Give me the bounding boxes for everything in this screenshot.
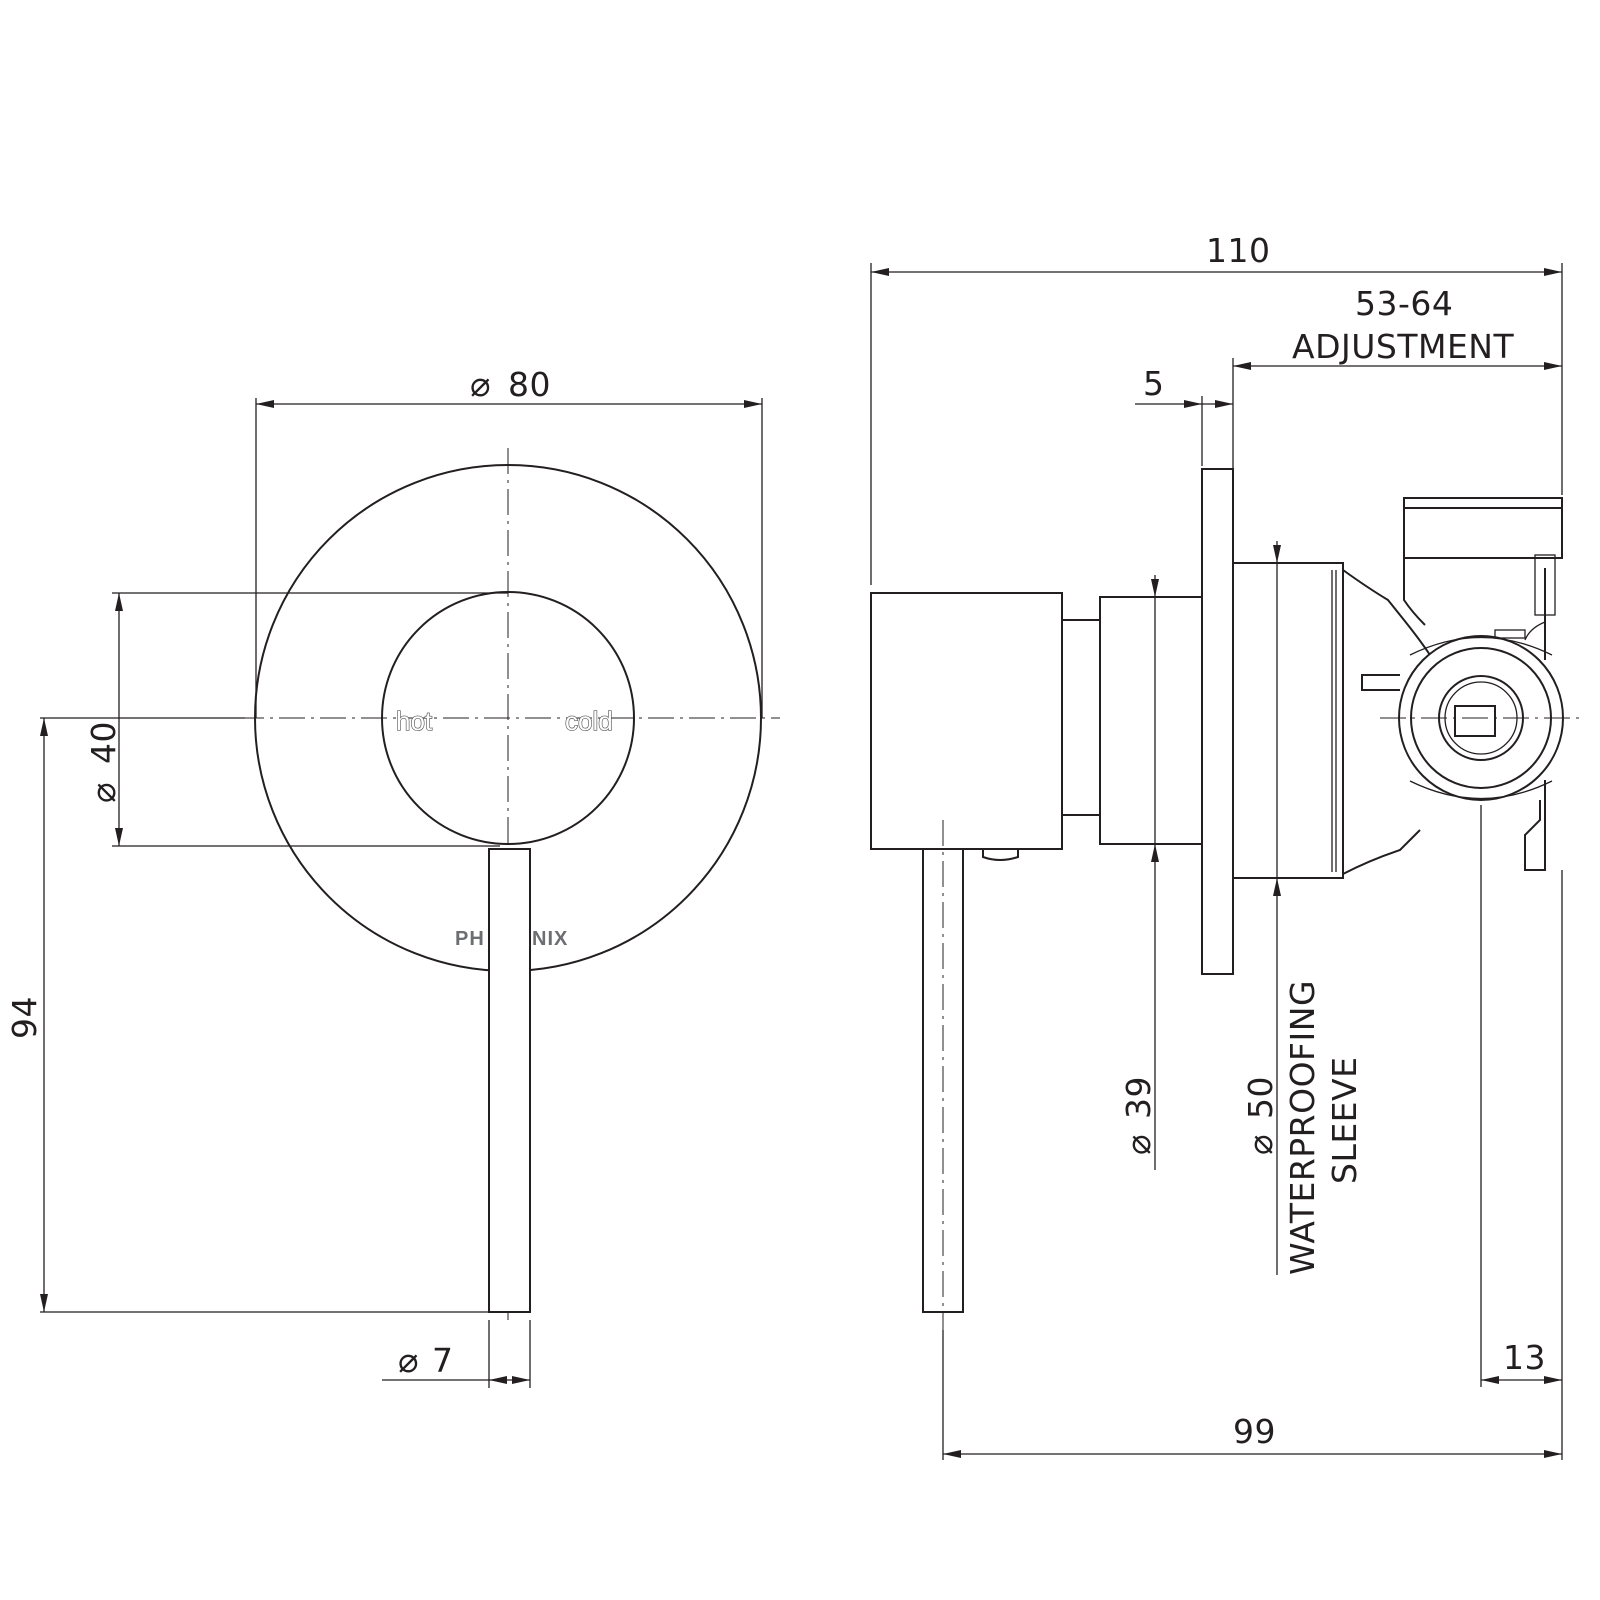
sleeve-diameter-value: 50: [1241, 1076, 1280, 1119]
body-diameter-symbol: ⌀: [1119, 1135, 1159, 1155]
front-view: hot cold PH NIX ⌀ 80 ⌀ 40: [5, 365, 780, 1388]
sleeve-label-line-2: SLEEVE: [1325, 1057, 1364, 1184]
plate-diameter-value: 80: [508, 365, 551, 404]
side-connector: [1061, 619, 1101, 816]
dimension-lever-length: 94: [5, 717, 489, 1313]
dimension-adjustment: 53-64 ADJUSTMENT: [1232, 284, 1562, 560]
adjustment-range-value: 53-64: [1355, 284, 1453, 323]
side-body-cylinder: [1099, 596, 1203, 845]
lever-outline: [488, 848, 531, 1313]
body-diameter-value: 39: [1119, 1076, 1158, 1119]
dimension-body-diameter: ⌀ 39: [1119, 575, 1159, 1170]
adjustment-label: ADJUSTMENT: [1292, 327, 1514, 366]
handle-diameter-symbol: ⌀: [84, 783, 124, 803]
dimension-handle-diameter: ⌀ 40: [84, 592, 508, 847]
side-handle-body: [870, 592, 1063, 850]
lever-to-back-value: 99: [1233, 1412, 1276, 1451]
lever-length-value: 94: [5, 996, 44, 1039]
overall-depth-value: 110: [1206, 231, 1271, 270]
valve-body: [1342, 497, 1580, 875]
dimension-sleeve-diameter: ⌀ 50 WATERPROOFING SLEEVE: [1241, 541, 1364, 1275]
plate-diameter-symbol: ⌀: [470, 365, 490, 405]
plate-thickness-value: 5: [1143, 364, 1165, 403]
handle-diameter-value: 40: [84, 721, 123, 764]
dimension-plate-diameter: ⌀ 80: [255, 365, 763, 718]
side-waterproofing-sleeve: [1232, 562, 1344, 879]
lever-diameter-value: 7: [432, 1341, 454, 1380]
handle-outline: [381, 591, 635, 845]
dimension-inlet-offset: 13: [1480, 805, 1563, 1387]
cold-label: cold: [565, 706, 613, 736]
sleeve-diameter-symbol: ⌀: [1241, 1135, 1281, 1155]
lever-diameter-symbol: ⌀: [398, 1341, 418, 1381]
dimension-overall-depth: 110: [870, 231, 1563, 585]
side-view: 110 53-64 ADJUSTMENT 5 ⌀ 39: [870, 231, 1580, 1460]
side-wall-plate: [1201, 468, 1234, 975]
hot-label: hot: [396, 706, 433, 736]
inlet-offset-value: 13: [1503, 1338, 1546, 1377]
dimension-plate-thickness: 5: [1135, 364, 1233, 466]
grub-screw: [982, 849, 1019, 861]
brand-logo-left: PH: [455, 928, 485, 950]
brand-logo-right: NIX: [532, 928, 568, 950]
dimension-lever-to-back: 99: [942, 1330, 1563, 1460]
dimension-lever-diameter: ⌀ 7: [382, 1320, 531, 1388]
sleeve-label-line-1: WATERPROOFING: [1283, 980, 1322, 1275]
